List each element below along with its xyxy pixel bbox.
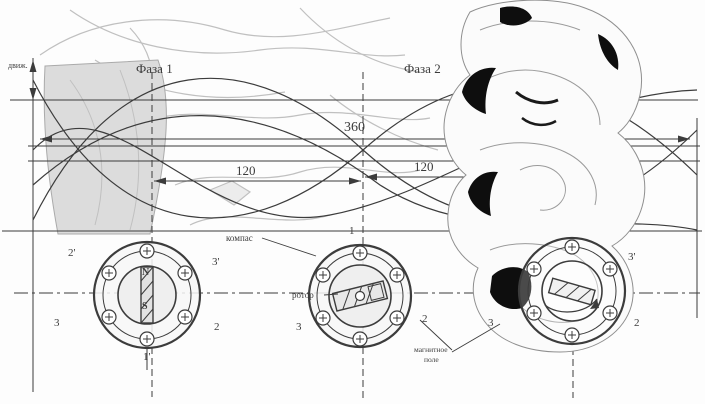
leader-lines bbox=[261, 237, 501, 353]
flange-rotor bbox=[307, 243, 413, 349]
shaded-region bbox=[43, 59, 167, 235]
flange-compass bbox=[92, 240, 202, 350]
photo-overlay bbox=[443, 0, 646, 353]
flange-third bbox=[517, 236, 627, 346]
left-axis-arrows bbox=[29, 60, 37, 100]
dimension-120-left bbox=[154, 177, 361, 185]
